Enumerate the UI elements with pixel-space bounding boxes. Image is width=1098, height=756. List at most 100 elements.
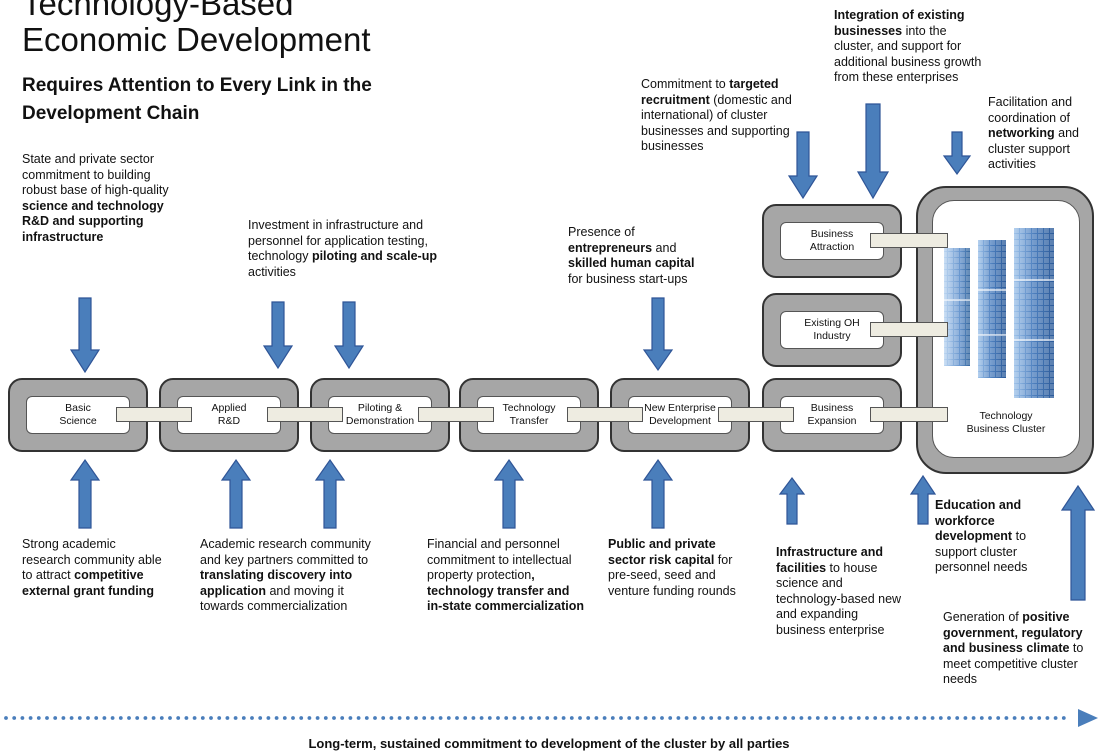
- dot: [455, 716, 459, 720]
- dot: [151, 716, 156, 720]
- dot: [45, 716, 49, 720]
- dot: [955, 716, 960, 720]
- dot: [783, 716, 787, 720]
- dot: [77, 716, 82, 720]
- dot: [200, 716, 205, 720]
- dot: [1029, 716, 1033, 720]
- dot: [602, 716, 607, 720]
- dot: [635, 716, 640, 720]
- note-education: Education and workforce development to s…: [935, 498, 1028, 575]
- dot: [750, 716, 755, 720]
- dot: [996, 716, 1001, 720]
- dot: [988, 716, 992, 720]
- dot: [733, 716, 738, 720]
- dot: [397, 716, 402, 720]
- dot: [463, 716, 468, 720]
- dot: [791, 716, 796, 720]
- dot: [209, 716, 213, 720]
- dot: [414, 716, 418, 720]
- dot: [4, 716, 8, 720]
- note-networking: Facilitation and coordination of network…: [988, 95, 1080, 172]
- dot: [799, 716, 804, 720]
- dot: [266, 716, 271, 720]
- dot: [807, 716, 812, 720]
- dot: [315, 716, 320, 720]
- dot: [291, 716, 295, 720]
- dot: [742, 716, 746, 720]
- arrow-up-piloting: [314, 458, 346, 529]
- dot: [176, 716, 181, 720]
- dot: [307, 716, 312, 720]
- dot: [135, 716, 140, 720]
- dot: [389, 716, 394, 720]
- dot: [1004, 716, 1009, 720]
- dot: [897, 716, 902, 720]
- dot: [438, 716, 443, 720]
- dot: [610, 716, 615, 720]
- chain-label-piloting: Piloting &Demonstration: [328, 396, 432, 434]
- cluster-label: Technology Business Cluster: [966, 410, 1046, 435]
- dot: [840, 716, 845, 720]
- dot: [709, 716, 714, 720]
- dot: [832, 716, 837, 720]
- dot: [405, 716, 410, 720]
- arrow-down-new-enterprise: [642, 297, 674, 372]
- dot: [61, 716, 66, 720]
- dot: [192, 716, 197, 720]
- dot: [947, 716, 951, 720]
- arrow-down-networking: [942, 131, 972, 176]
- dot: [1012, 716, 1017, 720]
- note-piloting: Investment in infrastructure and personn…: [248, 218, 437, 279]
- arrow-up-new-enterprise: [642, 458, 674, 529]
- dot: [889, 716, 894, 720]
- dot: [1061, 716, 1066, 720]
- dot: [496, 716, 500, 720]
- dot: [938, 716, 943, 720]
- dot: [110, 716, 115, 720]
- dot: [20, 716, 25, 720]
- link-piloting-transfer: [418, 407, 494, 422]
- dot: [561, 716, 566, 720]
- dot: [53, 716, 58, 720]
- dot: [774, 716, 779, 720]
- dot: [233, 716, 238, 720]
- dot: [356, 716, 361, 720]
- note-academic: Academic research community and key part…: [200, 537, 371, 614]
- note-integration: Integration of existing businesses into …: [834, 8, 982, 85]
- dot: [422, 716, 427, 720]
- arrow-up-business-expansion: [778, 477, 806, 525]
- dot: [118, 716, 123, 720]
- dot: [725, 716, 730, 720]
- dot: [619, 716, 623, 720]
- dot: [856, 716, 861, 720]
- dot: [364, 716, 369, 720]
- dot: [1045, 716, 1050, 720]
- dot: [758, 716, 763, 720]
- dot: [217, 716, 222, 720]
- dot: [578, 716, 582, 720]
- dot: [479, 716, 484, 720]
- dot: [143, 716, 148, 720]
- link-transfer-enterprise: [567, 407, 643, 422]
- dot: [1037, 716, 1042, 720]
- dot: [12, 716, 17, 720]
- note-financial: Financial and personnel commitment to in…: [427, 537, 584, 614]
- dot: [766, 716, 771, 720]
- dot: [471, 716, 476, 720]
- dot: [930, 716, 935, 720]
- dot: [881, 716, 886, 720]
- arrow-up-applied: [220, 458, 252, 529]
- note-infrastructure: Infrastructure and facilities to house s…: [776, 545, 902, 637]
- footer-commitment: Long-term, sustained commitment to devel…: [308, 736, 790, 751]
- note-research: Strong academic research community able …: [22, 537, 162, 598]
- link-expansion-cluster: [870, 407, 948, 422]
- arrow-up-education: [909, 474, 937, 525]
- note-capital: Public and private sector risk capital f…: [608, 537, 736, 598]
- dot: [258, 716, 263, 720]
- dot: [348, 716, 353, 720]
- dot: [717, 716, 722, 720]
